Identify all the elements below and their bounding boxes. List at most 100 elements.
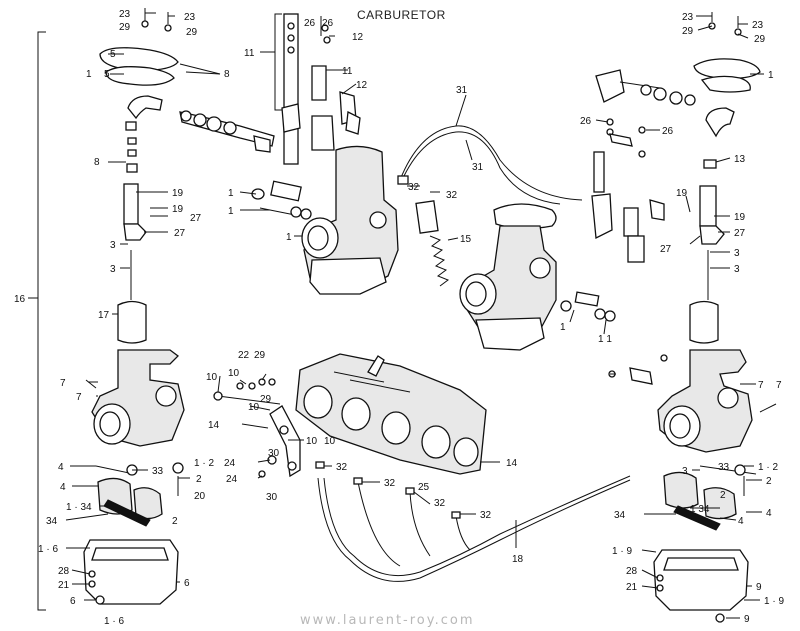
callout-1-6: 1 · 6 (104, 616, 124, 627)
callout-10: 10 (324, 436, 336, 447)
spring-15 (415, 200, 450, 287)
center-carburetor-1 (251, 145, 399, 295)
callout-10: 10 (248, 402, 260, 413)
intake-manifold (213, 353, 487, 478)
callout-26: 26 (304, 18, 316, 29)
callout-1-1: 1 1 (598, 334, 612, 345)
callout-10: 10 (306, 436, 318, 447)
callout-2: 2 (720, 490, 726, 501)
callout-3: 3 (734, 248, 740, 259)
callout-5: 5 (110, 49, 116, 60)
callout-23: 23 (119, 9, 131, 20)
callout-3: 3 (682, 466, 688, 477)
callout-21: 21 (626, 582, 638, 593)
callout-24: 24 (224, 458, 236, 469)
callout-32: 32 (434, 498, 446, 509)
callout-9: 9 (756, 582, 762, 593)
callout-11: 11 (244, 48, 255, 59)
diagram-title: CARBURETOR (357, 8, 446, 22)
callout-9: 9 (744, 614, 750, 625)
callout-1: 1 (86, 69, 92, 80)
callout-29: 29 (119, 22, 131, 33)
callout-1-34: 1 34 (690, 504, 710, 515)
callout-1: 1 (228, 206, 234, 217)
callout-27: 27 (660, 244, 672, 255)
callout-14: 14 (208, 420, 220, 431)
callout-4: 4 (60, 482, 66, 493)
callout-23: 23 (682, 12, 694, 23)
callout-labels: 23 29 23 29 5 1 5 8 8 19 19 27 27 3 3 16… (14, 9, 784, 627)
callout-5: 5 (104, 69, 110, 80)
callout-32: 32 (446, 190, 458, 201)
callout-19: 19 (676, 188, 688, 199)
callout-12: 12 (356, 80, 368, 91)
callout-32: 32 (408, 182, 420, 193)
callout-16: 16 (14, 294, 26, 305)
callout-7: 7 (60, 378, 66, 389)
callout-30: 30 (268, 448, 280, 459)
callout-22: 22 (238, 350, 250, 361)
callout-29: 29 (754, 34, 766, 45)
callout-14: 14 (506, 458, 518, 469)
callout-28: 28 (58, 566, 70, 577)
callout-25: 25 (418, 482, 430, 493)
callout-17: 17 (98, 310, 110, 321)
callout-26: 26 (322, 18, 334, 29)
callout-1: 1 (286, 232, 292, 243)
callout-19: 19 (172, 204, 184, 215)
callout-27: 27 (174, 228, 186, 239)
callout-28: 28 (626, 566, 638, 577)
callout-2: 2 (196, 474, 202, 485)
callout-6: 6 (70, 596, 76, 607)
callout-31: 31 (472, 162, 484, 173)
callout-8: 8 (94, 157, 100, 168)
center-top-linkage (179, 13, 361, 165)
callout-7: 7 (776, 380, 782, 391)
callout-1: 1 (560, 322, 566, 333)
callout-13: 13 (734, 154, 746, 165)
callout-32: 32 (384, 478, 396, 489)
callout-3: 3 (110, 240, 116, 251)
center-carburetor-2 (459, 203, 616, 351)
bracket-11 (260, 13, 282, 111)
callout-8: 8 (224, 69, 230, 80)
callout-2: 2 (766, 476, 772, 487)
callout-3: 3 (734, 264, 740, 275)
callout-7: 7 (76, 392, 82, 403)
callout-19: 19 (734, 212, 746, 223)
callout-33: 33 (718, 462, 730, 473)
footer-watermark: www.laurent-roy.com (300, 613, 475, 628)
callout-6: 6 (184, 578, 190, 589)
callout-1: 1 (768, 70, 774, 81)
callout-1-34: 1 · 34 (66, 502, 92, 513)
callout-4: 4 (738, 516, 744, 527)
callout-30: 30 (266, 492, 278, 503)
callout-27: 27 (190, 213, 202, 224)
callout-10: 10 (228, 368, 240, 379)
callout-29: 29 (260, 394, 272, 405)
callout-23: 23 (184, 12, 196, 23)
callout-1-2: 1 · 2 (758, 462, 778, 473)
callout-15: 15 (460, 234, 472, 245)
callout-1-2: 1 · 2 (194, 458, 214, 469)
callout-32: 32 (480, 510, 492, 521)
bracket-16 (28, 31, 46, 611)
callout-27: 27 (734, 228, 746, 239)
callout-18: 18 (512, 554, 524, 565)
callout-4: 4 (58, 462, 64, 473)
callout-29: 29 (186, 27, 198, 38)
drain-tubes (315, 461, 631, 582)
callout-23: 23 (752, 20, 764, 31)
callout-7: 7 (758, 380, 764, 391)
right-top-linkage (591, 69, 696, 263)
callout-10: 10 (206, 372, 218, 383)
callout-20: 20 (194, 491, 206, 502)
callout-1-9: 1 · 9 (764, 596, 784, 607)
callout-33: 33 (152, 466, 164, 477)
callout-19: 19 (172, 188, 184, 199)
leader-lines (65, 12, 764, 619)
left-carburetor (83, 8, 185, 605)
callout-21: 21 (58, 580, 70, 591)
